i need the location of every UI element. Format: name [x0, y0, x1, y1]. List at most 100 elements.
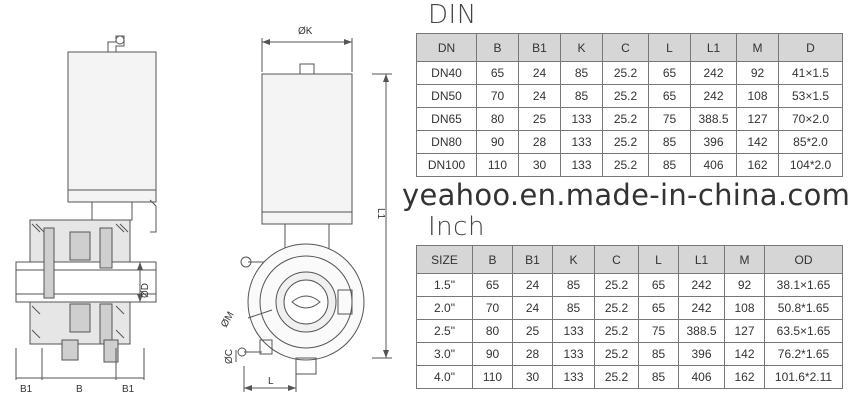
- table-cell: 127: [724, 319, 765, 343]
- table-cell: 406: [678, 365, 725, 389]
- label-om: ØM: [219, 310, 237, 329]
- table-cell: 133: [560, 130, 603, 154]
- table-cell: 25.2: [602, 107, 649, 131]
- valve-technical-drawing: ØK L1 ØD ØM ØC L B1 B B1: [0, 0, 410, 404]
- table-cell: 28: [512, 342, 553, 366]
- table-cell: 30: [518, 153, 561, 177]
- din-header-c: C: [602, 33, 649, 62]
- table-cell: 85: [648, 153, 691, 177]
- din-section-title: DIN: [428, 0, 477, 30]
- table-cell: 162: [724, 365, 765, 389]
- table-cell: 30: [512, 365, 553, 389]
- table-cell: 133: [552, 365, 595, 389]
- inch-header-m: M: [724, 245, 765, 274]
- table-cell: 85: [560, 84, 603, 108]
- table-cell: 76.2*1.65: [764, 342, 843, 366]
- inch-header-l1: L1: [678, 245, 725, 274]
- table-cell: DN40: [416, 61, 477, 85]
- table-cell: 108: [724, 296, 765, 320]
- table-cell: 65: [638, 273, 679, 297]
- inch-header-size: SIZE: [416, 245, 473, 274]
- table-cell: 25.2: [594, 273, 639, 297]
- table-cell: 242: [678, 273, 725, 297]
- inch-header-l: L: [638, 245, 679, 274]
- table-cell: 133: [552, 342, 595, 366]
- din-header-m: M: [736, 33, 779, 62]
- table-cell: 242: [690, 84, 737, 108]
- table-cell: 70: [472, 296, 513, 320]
- side-section-view: [15, 35, 157, 380]
- table-cell: 65: [638, 296, 679, 320]
- table-cell: 110: [472, 365, 513, 389]
- front-view: [235, 38, 392, 392]
- label-ok: ØK: [298, 26, 313, 37]
- table-cell: 3.0": [416, 342, 473, 366]
- table-cell: 65: [476, 61, 519, 85]
- table-cell: 80: [472, 319, 513, 343]
- table-cell: 85: [560, 61, 603, 85]
- table-cell: 2.5": [416, 319, 473, 343]
- din-header-k: K: [560, 33, 603, 62]
- label-od: ØD: [140, 283, 151, 298]
- table-cell: 65: [648, 84, 691, 108]
- inch-header-row: SIZE B B1 K C L L1 M OD: [416, 245, 843, 274]
- table-cell: 25: [518, 107, 561, 131]
- din-header-row: DN B B1 K C L L1 M D: [416, 33, 843, 62]
- din-header-d: D: [778, 33, 843, 62]
- table-cell: 75: [638, 319, 679, 343]
- table-cell: 127: [736, 107, 779, 131]
- table-cell: 75: [648, 107, 691, 131]
- table-cell: 90: [476, 130, 519, 154]
- table-cell: 25.2: [602, 84, 649, 108]
- label-l1: L1: [375, 208, 386, 220]
- din-header-b1: B1: [518, 33, 561, 62]
- table-cell: DN65: [416, 107, 477, 131]
- table-cell: 90: [472, 342, 513, 366]
- table-cell: 162: [736, 153, 779, 177]
- table-cell: 25.2: [594, 319, 639, 343]
- table-cell: 25.2: [602, 61, 649, 85]
- table-cell: 85: [552, 296, 595, 320]
- table-cell: 41×1.5: [778, 61, 843, 85]
- table-cell: 25.2: [602, 153, 649, 177]
- table-cell: 133: [560, 107, 603, 131]
- table-cell: 50.8*1.65: [764, 296, 843, 320]
- table-cell: DN100: [416, 153, 477, 177]
- table-cell: 24: [518, 84, 561, 108]
- label-b1-left: B1: [20, 384, 33, 395]
- table-cell: DN80: [416, 130, 477, 154]
- table-cell: 70: [476, 84, 519, 108]
- table-cell: 85: [638, 365, 679, 389]
- table-cell: 85*2.0: [778, 130, 843, 154]
- table-cell: 38.1×1.65: [764, 273, 843, 297]
- table-cell: 1.5": [416, 273, 473, 297]
- din-header-b: B: [476, 33, 519, 62]
- table-cell: 25.2: [594, 365, 639, 389]
- inch-header-b1: B1: [512, 245, 553, 274]
- table-cell: 70×2.0: [778, 107, 843, 131]
- table-cell: 242: [690, 61, 737, 85]
- din-header-l: L: [648, 33, 691, 62]
- inch-header-od: OD: [764, 245, 843, 274]
- table-cell: 25.2: [594, 296, 639, 320]
- table-cell: 24: [512, 273, 553, 297]
- label-b: B: [76, 384, 83, 395]
- table-cell: 2.0": [416, 296, 473, 320]
- table-cell: 406: [690, 153, 737, 177]
- table-cell: 133: [560, 153, 603, 177]
- table-cell: 65: [648, 61, 691, 85]
- table-cell: DN50: [416, 84, 477, 108]
- table-cell: 133: [552, 319, 595, 343]
- valve-drawing-svg: ØK L1 ØD ØM ØC L B1 B B1: [15, 26, 392, 395]
- table-cell: 85: [638, 342, 679, 366]
- label-b1-right: B1: [122, 384, 135, 395]
